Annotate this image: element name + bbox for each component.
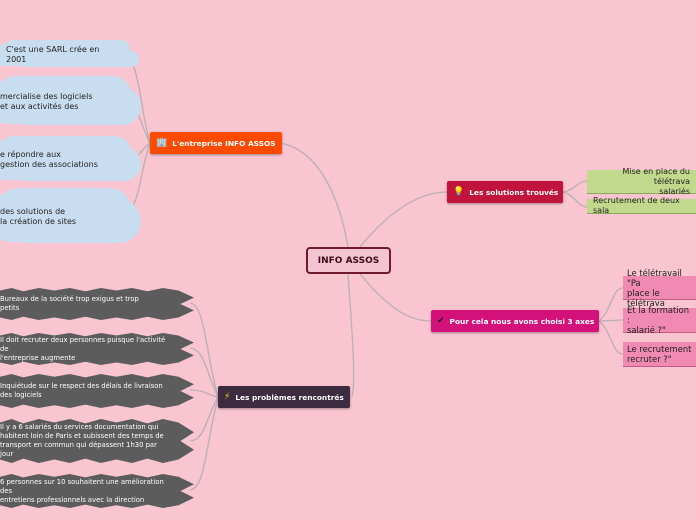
topic-problemes[interactable]: ⚡ Les problèmes rencontrés <box>218 386 350 408</box>
axe-item-text: Et la formation : salarié ?" <box>627 305 690 335</box>
entreprise-item[interactable]: mercialise des logiciels et aux activité… <box>0 80 126 124</box>
entreprise-item-text: e répondre aux gestion des associations <box>0 150 98 169</box>
link-sol-1 <box>562 180 588 193</box>
entreprise-item[interactable]: C'est une SARL crée en 2001 <box>0 44 124 66</box>
root-label: INFO ASSOS <box>317 255 380 266</box>
axe-item[interactable]: Et la formation : salarié ?" <box>623 305 696 335</box>
link-pb-1 <box>189 302 219 398</box>
link-axes-2 <box>598 319 624 322</box>
link-axes-3 <box>598 320 624 355</box>
axe-item-text: Le recrutement recruter ?" <box>627 344 692 364</box>
link-sol-2 <box>562 191 588 208</box>
probleme-item-text: Inquiétude sur le respect des délais de … <box>0 382 163 399</box>
link-root-problemes <box>347 273 355 398</box>
entreprise-item[interactable]: des solutions de la création de sites <box>0 192 126 242</box>
solution-item[interactable]: Mise en place du télétrava salariés <box>587 166 696 196</box>
solution-item-text: Mise en place du télétrava salariés <box>622 166 690 196</box>
link-ent-2 <box>123 102 151 144</box>
entreprise-item[interactable]: e répondre aux gestion des associations <box>0 140 126 180</box>
solution-item[interactable]: Recrutement de deux sala <box>587 196 696 215</box>
topic-axes[interactable]: ✔ Pour cela nous avons choisi 3 axes <box>431 310 599 332</box>
link-ent-4 <box>123 142 151 215</box>
probleme-item[interactable]: Il doit recruter deux personnes puisque … <box>0 333 194 365</box>
lightbulb-icon: 💡 <box>453 187 465 197</box>
root-node[interactable]: INFO ASSOS <box>306 247 391 274</box>
link-root-axes <box>359 273 432 322</box>
link-pb-2 <box>189 347 219 398</box>
probleme-item[interactable]: Inquiétude sur le respect des délais de … <box>0 374 194 408</box>
checkmark-icon: ✔ <box>437 316 445 326</box>
axe-item[interactable]: Le recrutement recruter ?" <box>623 342 696 367</box>
entreprise-item-text: mercialise des logiciels et aux activité… <box>0 92 93 111</box>
lightning-icon: ⚡ <box>224 392 231 402</box>
link-root-solutions <box>359 191 448 248</box>
solution-item-text: Recrutement de deux sala <box>593 196 680 215</box>
topic-problemes-label: Les problèmes rencontrés <box>235 392 344 402</box>
probleme-item-text: Il y a 6 salariés du services documentat… <box>0 423 164 458</box>
link-axes-1 <box>598 287 624 322</box>
link-pb-5 <box>189 396 219 491</box>
link-ent-1 <box>123 54 151 144</box>
axe-item[interactable]: Le télétravail "Pa place le télétrava <box>623 268 696 308</box>
topic-entreprise-label: L'entreprise INFO ASSOS <box>172 138 276 148</box>
axe-item-text: Le télétravail "Pa place le télétrava <box>627 267 682 308</box>
probleme-item[interactable]: Bureaux de la société trop exigus et tro… <box>0 288 194 320</box>
probleme-item-text: Bureaux de la société trop exigus et tro… <box>0 295 139 312</box>
link-ent-3 <box>123 142 151 161</box>
link-root-entreprise <box>279 142 349 248</box>
topic-solutions-label: Les solutions trouvés <box>469 187 559 197</box>
probleme-item[interactable]: Il y a 6 salariés du services documentat… <box>0 419 194 463</box>
entreprise-item-text: C'est une SARL crée en 2001 <box>6 45 100 64</box>
topic-solutions[interactable]: 💡 Les solutions trouvés <box>447 181 563 203</box>
probleme-item-text: Il doit recruter deux personnes puisque … <box>0 335 166 362</box>
building-icon: 🏢 <box>156 138 168 148</box>
topic-entreprise[interactable]: 🏢 L'entreprise INFO ASSOS <box>150 132 282 154</box>
link-pb-4 <box>189 396 219 442</box>
topic-axes-label: Pour cela nous avons choisi 3 axes <box>449 316 595 326</box>
entreprise-item-text: des solutions de la création de sites <box>0 207 77 226</box>
link-pb-3 <box>189 389 219 398</box>
probleme-item-text: 6 personnes sur 10 souhaitent une amélio… <box>0 477 164 504</box>
probleme-item[interactable]: 6 personnes sur 10 souhaitent une amélio… <box>0 474 194 508</box>
